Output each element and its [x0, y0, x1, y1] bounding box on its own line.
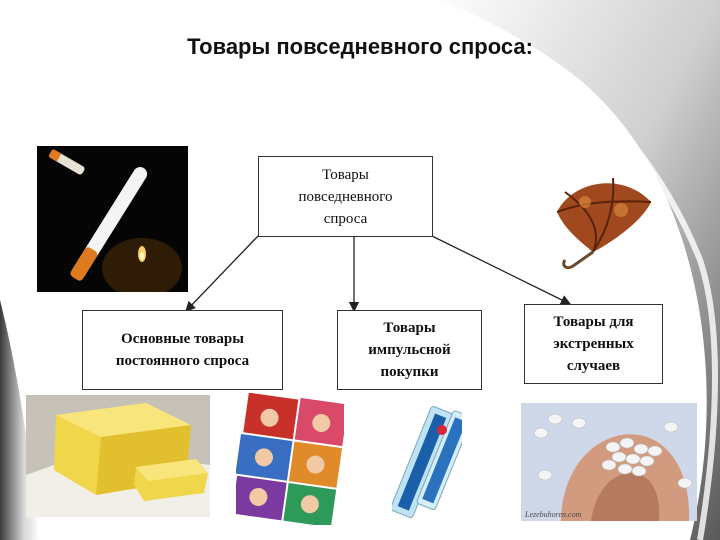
node-basic-goods: Основные товары постоянного спроса: [82, 310, 283, 390]
arrow-to-basic-goods: [185, 235, 259, 312]
arrow-to-emergency-goods: [431, 235, 572, 305]
magazines-image: [236, 393, 344, 525]
butter-image: [26, 395, 210, 517]
node-impulse-goods: Товары импульсной покупки: [337, 310, 482, 390]
umbrella-image: [553, 172, 656, 271]
page-title: Товары повседневного спроса:: [187, 34, 533, 59]
pills-watermark: Lezebuhoren.com: [524, 510, 582, 519]
node-impulse-goods-label: Товары импульсной покупки: [368, 320, 451, 380]
chewing-gum-image: [392, 400, 462, 526]
cigarette-candle-image: [37, 146, 188, 292]
pills-image: Lezebuhoren.com: [521, 403, 697, 521]
root-node-label: Товары повседневного спроса: [298, 166, 393, 227]
node-emergency-goods-label: Товары для экстренных случаев: [553, 314, 634, 374]
node-basic-goods-label: Основные товары постоянного спроса: [115, 331, 250, 369]
node-emergency-goods: Товары для экстренных случаев: [524, 304, 663, 384]
root-node: Товары повседневного спроса: [258, 156, 433, 237]
